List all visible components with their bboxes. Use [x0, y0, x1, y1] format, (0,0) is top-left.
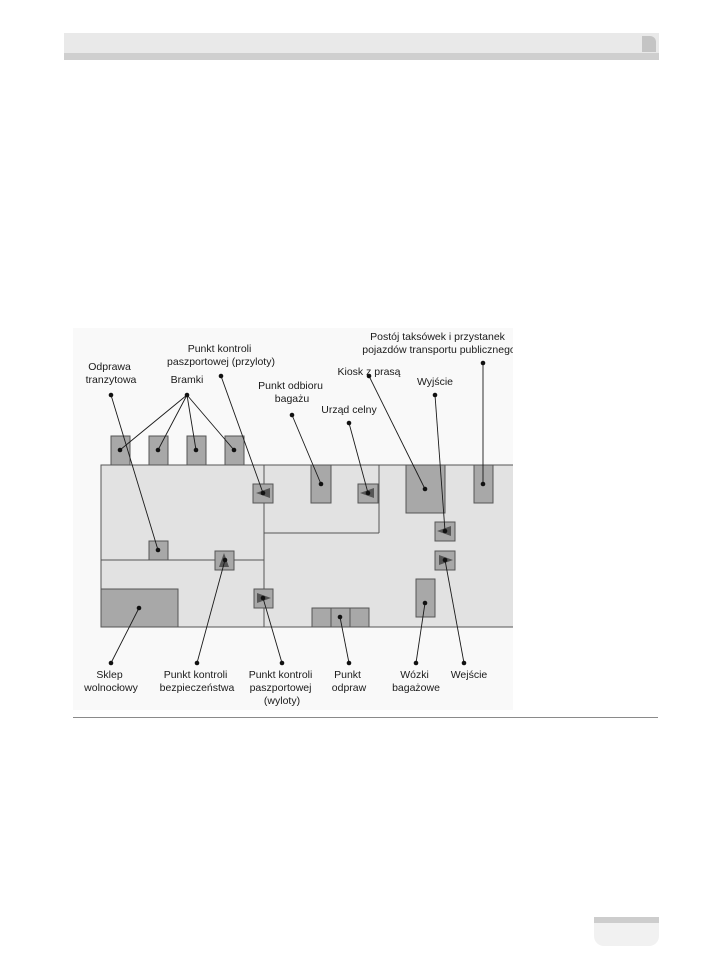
dot-trolleys — [422, 600, 428, 606]
label-line: odpraw — [332, 682, 367, 694]
label-line: bagażowe — [392, 682, 440, 694]
label-line: (wyloty) — [264, 695, 300, 707]
endpoint-dots — [108, 360, 486, 666]
label-line: bezpieczeństwa — [160, 682, 235, 694]
dot-kiosk-label — [366, 373, 372, 379]
dot-exit-label — [432, 392, 438, 398]
leader-gate-2 — [157, 394, 188, 451]
dot-kiosk — [422, 486, 428, 492]
leader-arrivals — [220, 375, 264, 494]
airport-diagram: Odprawa tranzytowa Bramki Punkt kontroli… — [73, 328, 513, 710]
label-line: Kiosk z prasą — [337, 366, 400, 378]
label-line: Punkt odbioru — [258, 380, 323, 392]
label-line: Postój taksówek i przystanek — [370, 331, 506, 343]
leader-departures — [262, 597, 283, 664]
dot-arrivals-label — [218, 373, 224, 379]
dot-transit-label — [108, 392, 114, 398]
dot-departures-label — [279, 660, 285, 666]
label-security-check: Punkt kontroli bezpieczeństwa — [160, 669, 235, 694]
dot-taxi — [480, 481, 486, 487]
dot-exit — [442, 528, 448, 534]
label-line: bagażu — [275, 393, 310, 405]
leader-gate-4 — [186, 394, 235, 451]
airport-diagram-svg: Odprawa tranzytowa Bramki Punkt kontroli… — [83, 331, 513, 707]
leader-exit — [434, 394, 446, 532]
leader-transit — [110, 394, 159, 551]
leader-customs — [348, 422, 369, 494]
dot-gate-4 — [231, 447, 237, 453]
dot-baggage-label — [289, 412, 295, 418]
label-line: paszportowej (przyloty) — [167, 356, 275, 368]
label-transit-check: Odprawa tranzytowa — [86, 361, 137, 386]
label-kiosk: Kiosk z prasą — [337, 366, 400, 378]
label-line: Punkt kontroli — [188, 343, 252, 355]
label-entrance: Wejście — [451, 669, 488, 681]
label-line: wolnocłowy — [83, 682, 138, 694]
label-passport-arrivals: Punkt kontroli paszportowej (przyloty) — [167, 343, 275, 368]
luggage-trolleys-block — [415, 578, 436, 618]
label-taxi-stand: Postój taksówek i przystanek pojazdów tr… — [362, 331, 513, 356]
leader-entrance — [444, 559, 465, 664]
leader-lines — [110, 363, 484, 664]
page-header-bar — [64, 33, 659, 53]
dot-entrance — [442, 557, 448, 563]
label-baggage-claim: Punkt odbioru bagażu — [258, 380, 326, 405]
label-line: Odprawa — [88, 361, 131, 373]
leader-security — [196, 559, 226, 664]
page-footer-bar — [594, 917, 659, 923]
label-line: Punkt — [334, 669, 361, 681]
dot-customs — [365, 490, 371, 496]
label-line: Wyjście — [417, 376, 453, 388]
label-luggage-trolleys: Wózki bagażowe — [392, 669, 440, 694]
label-exit: Wyjście — [417, 376, 453, 388]
dot-gate-2 — [155, 447, 161, 453]
label-line: Sklep — [96, 669, 122, 681]
leader-duty-free — [110, 607, 140, 664]
page-header-rule — [64, 53, 659, 60]
label-line: Wejście — [451, 669, 488, 681]
dot-gate-1 — [117, 447, 123, 453]
leader-trolleys — [415, 602, 426, 664]
leader-gate-3 — [186, 394, 197, 451]
dot-gates-label — [184, 392, 190, 398]
dot-gate-3 — [193, 447, 199, 453]
leader-baggage — [291, 414, 322, 485]
dot-baggage — [318, 481, 324, 487]
label-line: paszportowej — [250, 682, 312, 694]
dot-departures — [260, 595, 266, 601]
dot-transit — [155, 547, 161, 553]
checkin-desk-3 — [349, 607, 370, 628]
leader-gate-1 — [119, 394, 188, 451]
checkin-desk-1 — [311, 607, 332, 628]
label-line: pojazdów transportu publicznego — [362, 344, 513, 356]
figure-bottom-rule — [73, 717, 658, 718]
dot-checkin — [337, 614, 343, 620]
dot-security-label — [194, 660, 200, 666]
leader-kiosk — [368, 375, 426, 490]
label-line: Punkt kontroli — [164, 669, 228, 681]
page-corner-tab — [642, 36, 656, 52]
label-line: Urząd celny — [321, 404, 377, 416]
label-customs: Urząd celny — [321, 404, 377, 416]
label-checkin: Punkt odpraw — [332, 669, 367, 694]
dot-taxi-label — [480, 360, 486, 366]
label-line: Wózki — [400, 669, 429, 681]
label-line: tranzytowa — [86, 374, 137, 386]
label-gates: Bramki — [171, 374, 204, 386]
dot-duty-free-label — [108, 660, 114, 666]
label-line: Bramki — [171, 374, 204, 386]
dot-trolleys-label — [413, 660, 419, 666]
label-duty-free-shop: Sklep wolnocłowy — [83, 669, 138, 694]
dot-checkin-label — [346, 660, 352, 666]
dot-duty-free — [136, 605, 142, 611]
leader-checkin — [339, 616, 350, 664]
dot-security — [222, 557, 228, 563]
dot-arrivals — [260, 490, 266, 496]
dot-entrance-label — [461, 660, 467, 666]
label-line: Punkt kontroli — [249, 669, 313, 681]
dot-customs-label — [346, 420, 352, 426]
label-passport-departures: Punkt kontroli paszportowej (wyloty) — [249, 669, 316, 707]
